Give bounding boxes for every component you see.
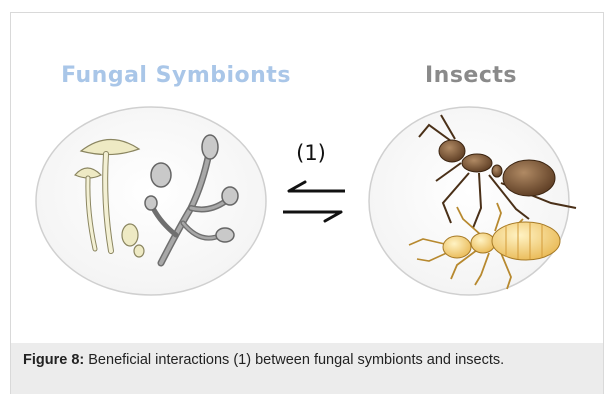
- diagram-graphics: [11, 13, 605, 343]
- diagram: Fungal Symbionts Insects (1): [11, 13, 605, 343]
- caption-text: Beneficial interactions (1) between fung…: [84, 352, 504, 368]
- insects-circle: [369, 107, 569, 295]
- figure-label: Figure 8:: [23, 352, 84, 368]
- figure-caption: Figure 8: Beneficial interactions (1) be…: [11, 343, 603, 394]
- figure-frame: Fungal Symbionts Insects (1): [10, 12, 604, 394]
- right-arrow-icon: [283, 212, 341, 221]
- left-arrow-icon: [289, 182, 345, 191]
